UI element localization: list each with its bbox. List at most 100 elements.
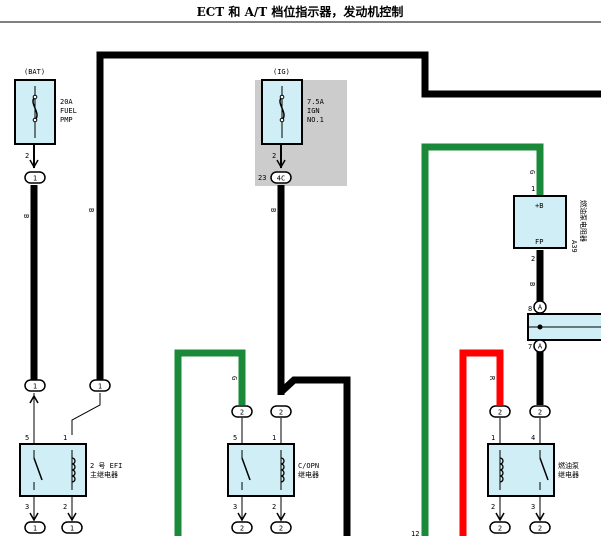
- relay-pump-conn-bottom-right-label: 2: [538, 525, 542, 533]
- relay-copn: 2 2 5 1 3 2 2 2 C/OPN 继电器: [227, 405, 319, 534]
- relay-pump-conn-bottom-left: [489, 521, 511, 534]
- relay-efi-conn-top-left: [24, 379, 46, 392]
- wire-green-copn: [174, 349, 246, 536]
- relay-efi-conn-bottom-right-label: 1: [70, 525, 74, 533]
- fuse-ign-name1: IGN: [307, 107, 320, 115]
- relay-pump-switch: [539, 457, 549, 481]
- relay-efi-pin-br: 2: [63, 503, 67, 511]
- relay-pump-conn-bottom-right: [529, 521, 551, 534]
- relay-copn-arrow-br: [276, 512, 286, 522]
- relay-copn-conn-bottom-left: [231, 521, 253, 534]
- relay-efi-switch: [33, 457, 43, 481]
- relay-efi-conn-top-left-label: 1: [33, 383, 37, 391]
- fuse-ign-arrow: [276, 159, 286, 169]
- relay-efi-arrow-top: [29, 394, 39, 404]
- relay-pump-conn-top-right: [529, 405, 551, 418]
- relay-copn-conn-bottom-left-label: 2: [240, 525, 244, 533]
- fuse-fuel-name1: FUEL: [60, 107, 77, 115]
- fuse-fuel-dot-top: [32, 94, 38, 100]
- relay-copn-conn-top-right-label: 2: [279, 409, 283, 417]
- wire-green-resistor: [421, 143, 544, 536]
- fuse-ign-dot-top: [279, 94, 285, 100]
- fuse-fuel-supply: (BAT): [24, 68, 45, 76]
- relay-pump-conn-top-left: [489, 405, 511, 418]
- relay-pump-pin-bl: 2: [491, 503, 495, 511]
- fuse-fuel-connector: [24, 171, 46, 184]
- relay-efi: 1 1 5 1 3 2 1 1 2 号 EFI 主继电器: [19, 379, 122, 534]
- relay-copn-conn-top-right: [270, 405, 292, 418]
- relay-pump: 2 2 1 4 2 3 2 2 燃油泵 继电器: [487, 405, 579, 534]
- relay-efi-body: [19, 443, 87, 497]
- resistor-pin-bottom: 2: [531, 255, 535, 263]
- relay-copn-pin-tl: 5: [233, 434, 237, 442]
- relay-efi-conn-bottom-left-label: 1: [33, 525, 37, 533]
- relay-pump-arrow-br: [535, 512, 545, 522]
- fuel-pump-resistor: [513, 195, 567, 249]
- relay-efi-pin-tr: 1: [63, 434, 67, 442]
- fuse-ign-supply: (IG): [273, 68, 290, 76]
- relay-efi-conn-top-right: [89, 379, 111, 392]
- relay-copn-body: [227, 443, 295, 497]
- wire-black-top: [96, 51, 601, 385]
- relay-copn-switch: [241, 457, 251, 481]
- relay-pump-coil: [499, 457, 504, 483]
- wire-code-red-1: R: [488, 376, 496, 381]
- fuse-ign-rating: 7.5A: [307, 98, 325, 106]
- resistor-ref: A39: [570, 240, 578, 253]
- relay-efi-conn-bottom-left: [24, 521, 46, 534]
- page-title: ECT 和 A/T 档位指示器，发动机控制: [197, 4, 404, 19]
- relay-pump-conn-top-left-label: 2: [498, 409, 502, 417]
- fuse-ign-connector-label: 4C: [277, 175, 285, 183]
- relay-copn-coil: [280, 457, 285, 483]
- relay-pump-conn-top-right-label: 2: [538, 409, 542, 417]
- relay-copn-conn-bottom-right: [270, 521, 292, 534]
- resistor-pin-top: 1: [531, 185, 535, 193]
- junction-pin-top: 8: [528, 305, 532, 313]
- relay-pump-conn-bottom-left-label: 2: [498, 525, 502, 533]
- relay-pump-name2: 继电器: [558, 470, 579, 479]
- wire-thin-efi: [71, 393, 101, 435]
- relay-copn-pin-br: 2: [272, 503, 276, 511]
- fuse-ign-dot-bottom: [279, 117, 285, 123]
- relay-copn-conn-top-left: [231, 405, 253, 418]
- fuse-fuel-name2: PMP: [60, 116, 73, 124]
- relay-pump-arrow-bl: [495, 512, 505, 522]
- relay-efi-conn-bottom-right: [61, 521, 83, 534]
- relay-copn-name1: C/OPN: [298, 462, 319, 470]
- wire-code-black-4: B: [528, 282, 536, 286]
- fuse-fuel-rating: 20A: [60, 98, 73, 106]
- wire-code-black-2: B: [87, 208, 95, 212]
- wire-code-black-1: B: [22, 214, 30, 218]
- relay-pump-pin-tl: 1: [491, 434, 495, 442]
- relay-pump-pin-tr: 4: [531, 434, 535, 442]
- fuse-ign-pin: 2: [272, 152, 276, 160]
- fuse-fuel-connector-label: 1: [33, 175, 37, 183]
- junction-conn-bottom-label: A: [538, 343, 543, 351]
- relay-copn-conn-bottom-right-label: 2: [279, 525, 283, 533]
- wire-red: [459, 349, 504, 536]
- junction-conn-bottom: [533, 339, 547, 353]
- fuse-fuel-arrow: [29, 159, 39, 169]
- junction-dot: [537, 324, 543, 330]
- relay-pump-name1: 燃油泵: [558, 461, 579, 470]
- wire-code-green-1: G: [230, 376, 238, 380]
- relay-efi-pin-tl: 5: [25, 434, 29, 442]
- junction-pin-bottom: 7: [528, 343, 532, 351]
- relay-copn-conn-top-left-label: 2: [240, 409, 244, 417]
- wire-code-black-3: B: [269, 208, 277, 212]
- relay-efi-name1: 2 号 EFI: [90, 462, 122, 470]
- wire-black-copn-branch: [278, 376, 351, 536]
- relay-efi-conn-top-right-label: 1: [98, 383, 102, 391]
- junction-conn-top-label: A: [538, 304, 543, 312]
- relay-copn-pin-bl: 3: [233, 503, 237, 511]
- relay-efi-coil: [71, 457, 76, 483]
- resistor-terminal-top: +B: [535, 202, 543, 210]
- resistor-wire-code: G: [528, 170, 536, 174]
- fuse-ign-pin-left: 23: [258, 174, 266, 182]
- relay-copn-name2: 继电器: [298, 470, 319, 479]
- relay-efi-name2: 主继电器: [90, 470, 118, 479]
- relay-copn-arrow-bl: [237, 512, 247, 522]
- junction-conn-top: [533, 300, 547, 314]
- fuse-ign-name2: NO.1: [307, 116, 324, 124]
